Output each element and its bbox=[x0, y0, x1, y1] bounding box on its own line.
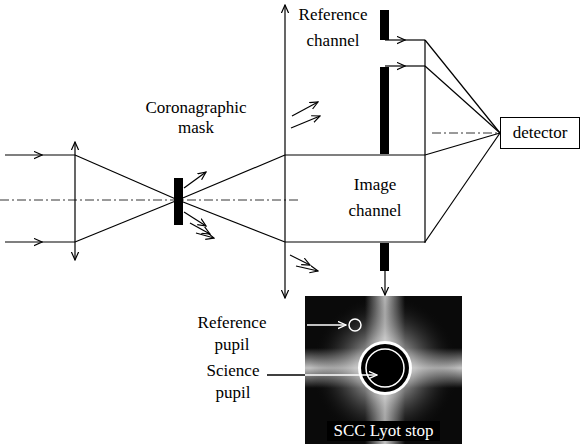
part-label: Reference channel bbox=[290, 2, 376, 54]
diffracted-light bbox=[190, 223, 210, 234]
lens bbox=[284, 5, 285, 298]
science-pupil bbox=[361, 344, 409, 392]
optical-axis bbox=[432, 133, 500, 134]
diffracted-light bbox=[292, 102, 318, 116]
lens bbox=[424, 40, 425, 243]
detector-box: detector bbox=[500, 117, 580, 149]
focusing-ray bbox=[425, 40, 500, 133]
lyot-stop-bar bbox=[380, 243, 389, 271]
part-label: Image channel bbox=[335, 172, 415, 224]
input-ray bbox=[5, 241, 42, 242]
focusing-ray bbox=[425, 133, 500, 242]
diffracted-light bbox=[296, 266, 318, 271]
science-pupil-rim bbox=[358, 341, 412, 395]
node-label: detector bbox=[513, 123, 568, 143]
lyot-stop-image bbox=[305, 296, 462, 444]
parallel-beam bbox=[285, 154, 425, 155]
parallel-beam bbox=[285, 241, 425, 242]
input-ray bbox=[42, 241, 75, 242]
part-label: Science pupil bbox=[199, 360, 267, 404]
input-ray bbox=[5, 154, 42, 155]
diffracted-light bbox=[290, 255, 310, 265]
diffracted-light bbox=[184, 212, 206, 226]
science-pupil-ring bbox=[366, 349, 404, 387]
diffracted-light bbox=[291, 116, 320, 128]
lyot-stop-bar bbox=[380, 67, 389, 154]
reference-pupil bbox=[349, 319, 361, 331]
diverging-ray bbox=[178, 200, 285, 242]
diffraction-glow bbox=[310, 296, 460, 443]
reference-beam bbox=[405, 39, 425, 40]
pointer-arrow bbox=[305, 374, 377, 376]
coronagraphic-mask bbox=[174, 178, 183, 225]
image-caption: SCC Lyot stop bbox=[327, 421, 439, 441]
lyot-stop-bar bbox=[380, 10, 389, 40]
focusing-ray bbox=[425, 133, 500, 155]
reference-beam bbox=[405, 65, 425, 66]
focusing-ray bbox=[425, 66, 500, 133]
converging-ray bbox=[75, 155, 178, 200]
reference-beam bbox=[385, 65, 405, 66]
lyot-stop-inset: SCC Lyot stop bbox=[305, 296, 462, 444]
optical-axis bbox=[0, 200, 300, 201]
diffracted-light bbox=[184, 172, 206, 188]
pointer-arrow bbox=[384, 271, 385, 295]
part-label: Reference pupil bbox=[192, 312, 272, 356]
input-ray bbox=[42, 154, 75, 155]
part-label: Coronagraphic mask bbox=[136, 98, 256, 138]
diffracted-light bbox=[196, 233, 214, 238]
converging-ray bbox=[75, 200, 178, 242]
pointer-arrow bbox=[267, 374, 305, 376]
pointer-arrow bbox=[307, 324, 346, 326]
diverging-ray bbox=[178, 155, 285, 200]
